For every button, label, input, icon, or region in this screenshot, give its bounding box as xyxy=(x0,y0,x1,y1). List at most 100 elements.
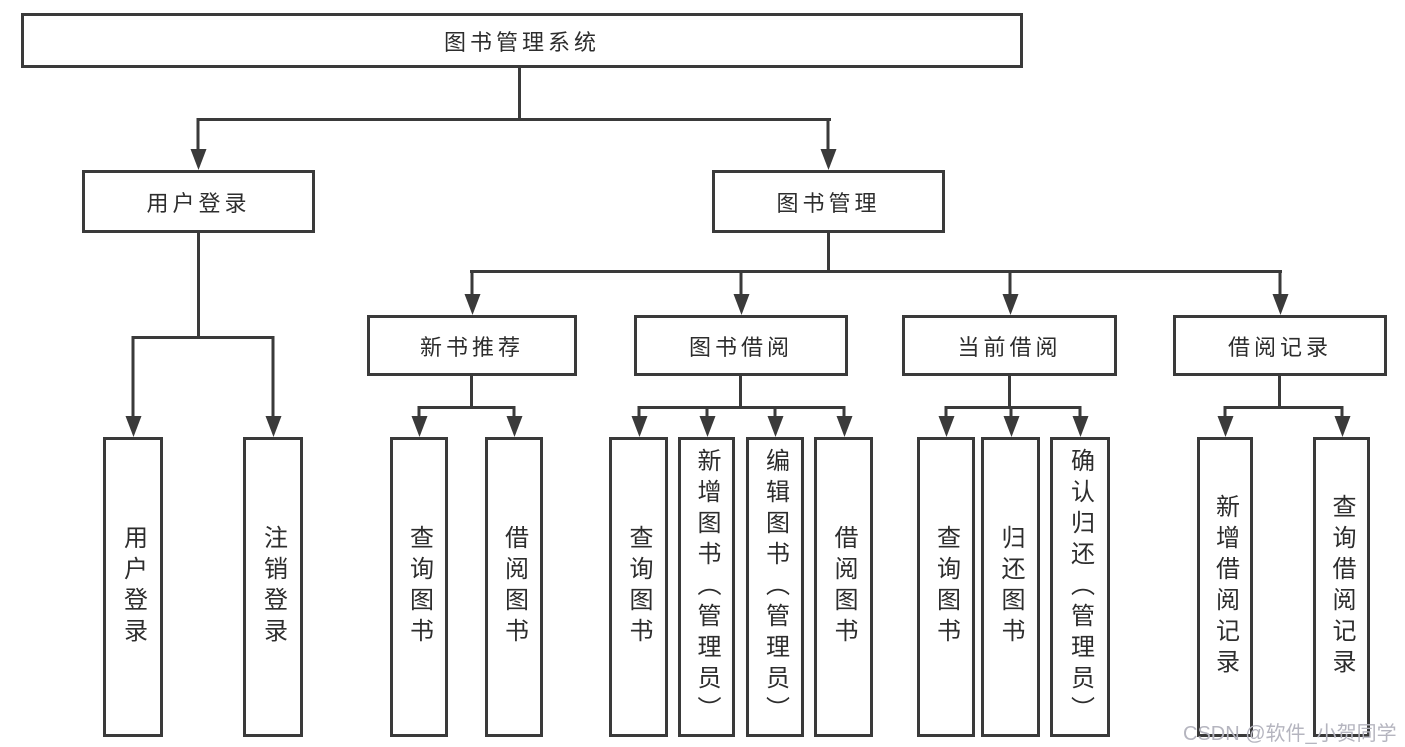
arrow-shaft xyxy=(271,336,275,416)
arrow-shaft xyxy=(637,406,641,416)
arrow-down xyxy=(836,406,853,437)
arrow-down xyxy=(699,406,716,437)
arrow-down xyxy=(1334,406,1351,437)
leaf-records-add-record: 新增借阅记录 xyxy=(1197,437,1253,737)
arrowhead-icon xyxy=(1072,416,1088,437)
arrow-shaft xyxy=(417,406,421,416)
arrowhead-icon xyxy=(820,149,836,170)
node-book-management-label: 图书管理 xyxy=(776,190,881,216)
connector-line xyxy=(739,376,742,409)
leaf-newrec-borrow-books: 借阅图书 xyxy=(485,437,543,737)
leaf-logout-login: 注销登录 xyxy=(243,437,303,737)
node-current-borrowing-label: 当前借阅 xyxy=(957,334,1062,360)
arrow-shaft xyxy=(842,406,846,416)
arrow-shaft xyxy=(1278,270,1282,294)
leaf-borrow-borrow-books-label: 借阅图书 xyxy=(830,525,857,649)
leaf-current-confirm-return-admin-label: 确认归还（管理员） xyxy=(1066,447,1094,727)
connector-line xyxy=(518,67,521,121)
arrowhead-icon xyxy=(265,416,281,437)
node-borrowing-records-label: 借阅记录 xyxy=(1227,334,1332,360)
arrow-shaft xyxy=(512,406,516,416)
arrowhead-icon xyxy=(836,416,852,437)
connector-line xyxy=(418,406,515,409)
connector-line xyxy=(132,336,274,339)
connector-line xyxy=(1008,376,1011,409)
connector-line xyxy=(470,270,1282,273)
leaf-records-query-record-label: 查询借阅记录 xyxy=(1328,494,1355,680)
node-current-borrowing: 当前借阅 xyxy=(902,315,1117,376)
arrow-down xyxy=(1272,270,1289,315)
arrow-shaft xyxy=(1223,406,1227,416)
leaf-borrow-edit-book-admin: 编辑图书（管理员） xyxy=(746,437,804,737)
arrow-shaft xyxy=(1340,406,1344,416)
arrowhead-icon xyxy=(506,416,522,437)
leaf-newrec-borrow-books-label: 借阅图书 xyxy=(500,525,528,649)
connector-line xyxy=(197,233,200,339)
node-book-borrowing: 图书借阅 xyxy=(634,315,848,376)
leaf-current-query-books: 查询图书 xyxy=(917,437,975,737)
connector-line xyxy=(638,406,844,409)
arrowhead-icon xyxy=(1217,416,1233,437)
arrow-down xyxy=(938,406,955,437)
leaf-user-login: 用户登录 xyxy=(103,437,163,737)
leaf-current-query-books-label: 查询图书 xyxy=(932,525,960,649)
arrow-down xyxy=(506,406,523,437)
node-borrowing-records: 借阅记录 xyxy=(1173,315,1387,376)
leaf-records-query-record: 查询借阅记录 xyxy=(1313,437,1370,737)
arrow-down xyxy=(411,406,428,437)
arrowhead-icon xyxy=(631,416,647,437)
leaf-records-add-record-label: 新增借阅记录 xyxy=(1211,494,1239,680)
leaf-newrec-query-books-label: 查询图书 xyxy=(405,525,433,649)
arrow-down xyxy=(464,270,481,315)
node-new-book-recommend-label: 新书推荐 xyxy=(419,334,524,360)
leaf-current-confirm-return-admin: 确认归还（管理员） xyxy=(1050,437,1110,737)
arrowhead-icon xyxy=(125,416,141,437)
arrowhead-icon xyxy=(733,294,749,315)
arrow-down xyxy=(733,270,750,315)
arrow-shaft xyxy=(944,406,948,416)
arrow-down xyxy=(820,118,837,170)
node-user-login: 用户登录 xyxy=(82,170,315,233)
arrowhead-icon xyxy=(1272,294,1288,315)
arrow-shaft xyxy=(773,406,777,416)
arrow-down xyxy=(1217,406,1234,437)
arrow-down xyxy=(767,406,784,437)
leaf-borrow-query-books-label: 查询图书 xyxy=(625,525,652,649)
connector-line xyxy=(945,406,1080,409)
arrow-shaft xyxy=(131,336,135,416)
leaf-current-return-book: 归还图书 xyxy=(981,437,1040,737)
arrow-down xyxy=(1003,406,1020,437)
leaf-borrow-query-books: 查询图书 xyxy=(609,437,668,737)
node-book-management: 图书管理 xyxy=(712,170,945,233)
arrow-shaft xyxy=(739,270,743,294)
watermark: CSDN @软件_小贺同学 xyxy=(1183,723,1397,745)
arrowhead-icon xyxy=(938,416,954,437)
connector-line xyxy=(1224,406,1342,409)
arrowhead-icon xyxy=(767,416,783,437)
leaf-borrow-add-book-admin-label: 新增图书（管理员） xyxy=(693,447,720,727)
arrow-down xyxy=(1072,406,1089,437)
arrowhead-icon xyxy=(464,294,480,315)
arrow-shaft xyxy=(1078,406,1082,416)
connector-line xyxy=(470,376,473,409)
arrowhead-icon xyxy=(190,149,206,170)
arrow-shaft xyxy=(1009,406,1013,416)
arrowhead-icon xyxy=(1334,416,1350,437)
connector-line xyxy=(197,118,831,121)
arrow-shaft xyxy=(826,118,830,149)
leaf-borrow-borrow-books: 借阅图书 xyxy=(814,437,873,737)
arrow-down xyxy=(1002,270,1019,315)
leaf-borrow-add-book-admin: 新增图书（管理员） xyxy=(678,437,735,737)
arrowhead-icon xyxy=(699,416,715,437)
node-root: 图书管理系统 xyxy=(21,13,1023,68)
connector-line xyxy=(1278,376,1281,409)
node-new-book-recommend: 新书推荐 xyxy=(367,315,577,376)
arrow-down xyxy=(631,406,648,437)
node-book-borrowing-label: 图书借阅 xyxy=(688,334,793,360)
leaf-newrec-query-books: 查询图书 xyxy=(390,437,448,737)
connector-line xyxy=(827,233,830,273)
leaf-current-return-book-label: 归还图书 xyxy=(997,525,1024,649)
arrow-down xyxy=(190,118,207,170)
node-root-label: 图书管理系统 xyxy=(443,29,600,55)
